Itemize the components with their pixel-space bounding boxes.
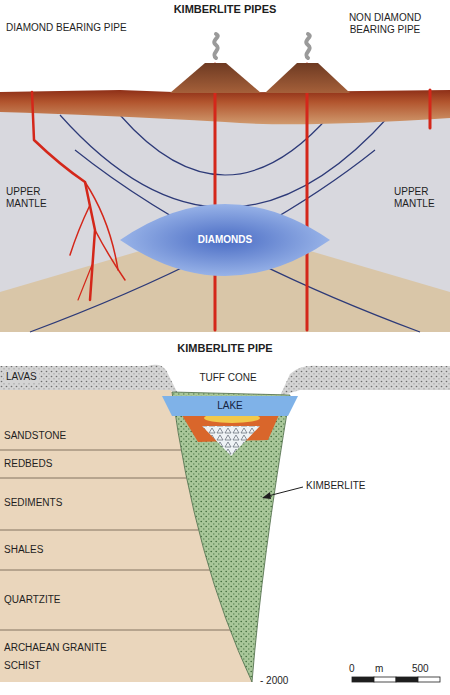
- layer-label: SCHIST: [4, 660, 41, 672]
- layer-label: SANDSTONE: [4, 430, 66, 442]
- layer-label: REDBEDS: [4, 458, 52, 470]
- layer-label: SHALES: [4, 544, 43, 556]
- node-text: LAKE: [162, 396, 298, 412]
- diamond-zone: DIAMONDS: [120, 204, 330, 276]
- scale-label: 0: [349, 663, 355, 675]
- layer-label: QUARTZITE: [4, 594, 60, 606]
- kimberlite-pipe: [172, 392, 290, 682]
- volcano-cone: [265, 63, 350, 93]
- section-title: KIMBERLITE PIPE: [0, 342, 450, 354]
- crust: [0, 90, 450, 124]
- layer-label: SEDIMENTS: [4, 497, 62, 509]
- layer-label: LAVAS: [4, 371, 39, 383]
- pipe-label: DIAMOND BEARING PIPE: [6, 22, 127, 34]
- leader-arrow: [262, 487, 303, 499]
- layer-label: ARCHAEAN GRANITE: [4, 642, 107, 654]
- upper-mantle: [0, 92, 450, 332]
- volcano-cone: [170, 63, 261, 93]
- region-label: UPPER MANTLE: [6, 186, 62, 210]
- stability-lines: [30, 115, 420, 332]
- feature-label: KIMBERLITE: [306, 480, 365, 492]
- scale-label: m: [375, 663, 383, 675]
- scale-bar: [352, 677, 440, 682]
- lake-area: LAKE: [162, 396, 298, 416]
- region-label: UPPER MANTLE: [394, 186, 448, 210]
- lava-layer: [0, 365, 178, 394]
- lava-layer: [280, 366, 450, 396]
- breccia: [202, 426, 260, 456]
- smoke: [214, 34, 309, 58]
- scale-label: 500: [412, 663, 429, 675]
- node-text: DIAMONDS: [120, 204, 330, 246]
- feature-label: TUFF CONE: [188, 372, 268, 384]
- depth-label: - 2000: [260, 675, 288, 687]
- pipe-label: NON DIAMOND BEARING PIPE: [335, 12, 435, 36]
- kimberlite-dykes: [32, 64, 430, 330]
